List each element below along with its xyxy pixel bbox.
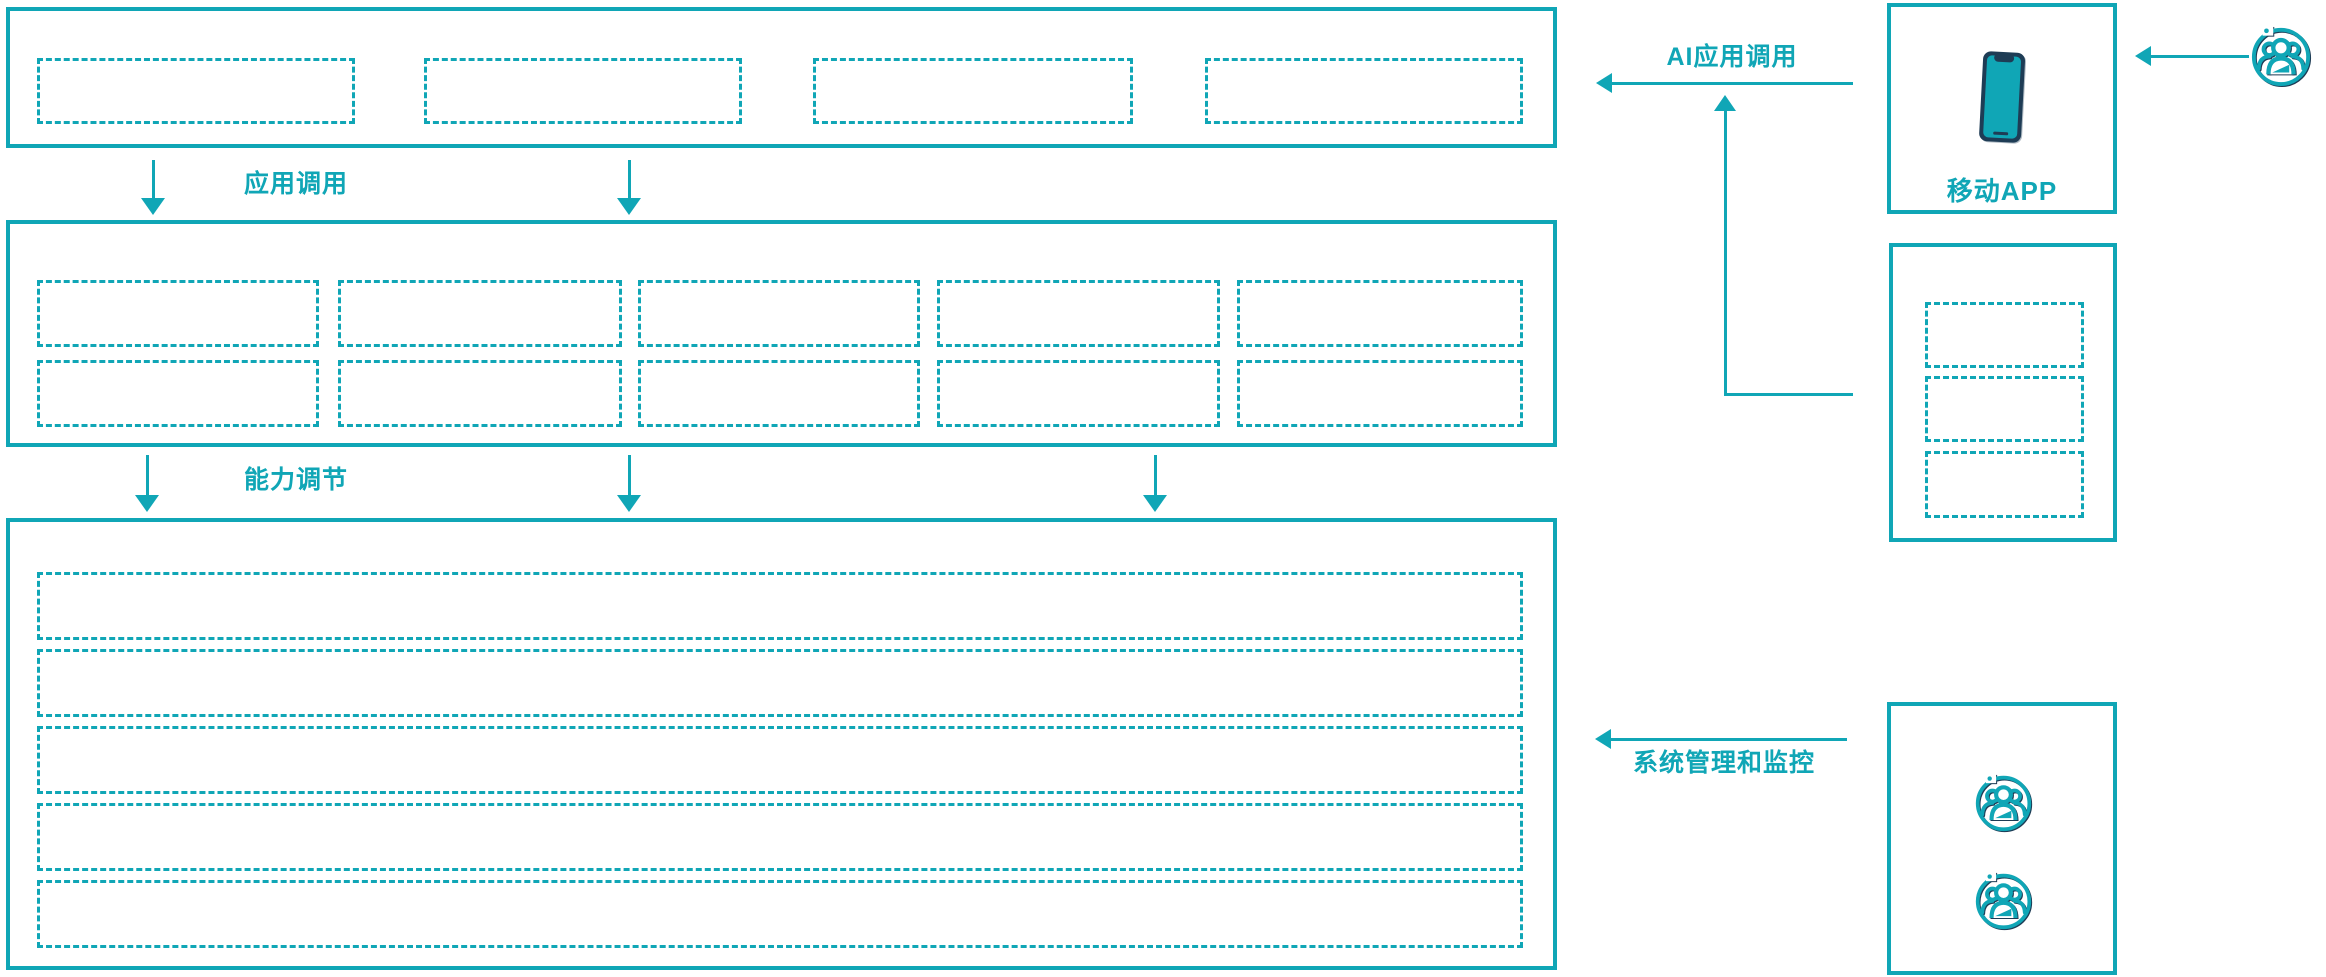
admin-users-box [1887, 702, 2117, 975]
arrow-down-icon [617, 495, 641, 512]
ai-app-call-arrow-line [1611, 82, 1853, 85]
middle-slot-r2c2 [338, 360, 622, 427]
arrow-left-icon [2135, 46, 2151, 66]
connector-vertical-line [1724, 111, 1727, 396]
mobile-phone-icon [1979, 51, 2026, 143]
top-slot-1 [37, 58, 355, 124]
middle-slot-r2c1 [37, 360, 319, 427]
capability-label: 能力调节 [244, 466, 349, 494]
bottom-layer-box [6, 518, 1557, 970]
middle-slot-r1c1 [37, 280, 319, 347]
user-group-icon [2251, 25, 2311, 87]
middle-slot-r1c2 [338, 280, 622, 347]
admin-user-icon-2 [1975, 871, 2032, 930]
app-call-arrow-line-2 [628, 160, 631, 200]
arrow-left-icon [1595, 729, 1611, 749]
arrow-down-icon [135, 495, 159, 512]
right-slot-3 [1925, 451, 2084, 518]
capability-arrow-line-2 [628, 455, 631, 497]
arrow-left-icon [1596, 73, 1612, 93]
bottom-row-3 [37, 726, 1523, 794]
middle-slot-r2c4 [937, 360, 1220, 427]
user-to-app-arrow-line [2151, 55, 2249, 58]
middle-layer-box [6, 220, 1557, 447]
arrow-up-icon [1714, 95, 1736, 111]
top-slot-4 [1205, 58, 1523, 124]
mobile-app-label: 移动APP [1946, 176, 2058, 206]
app-call-label: 应用调用 [244, 170, 349, 198]
capability-arrow-line-1 [146, 455, 149, 497]
arrow-down-icon [617, 198, 641, 215]
right-slot-2 [1925, 376, 2084, 442]
ai-app-call-label: AI应用调用 [1666, 43, 1798, 71]
system-monitor-label: 系统管理和监控 [1632, 749, 1816, 777]
middle-slot-r1c5 [1237, 280, 1523, 347]
capability-arrow-line-3 [1154, 455, 1157, 497]
middle-slot-r1c3 [638, 280, 920, 347]
app-call-arrow-line-1 [152, 160, 155, 200]
middle-slot-r2c5 [1237, 360, 1523, 427]
system-monitor-arrow-line [1610, 738, 1847, 741]
admin-user-icon-1 [1975, 773, 2032, 832]
bottom-row-4 [37, 803, 1523, 871]
bottom-row-2 [37, 649, 1523, 717]
top-layer-box [6, 7, 1557, 148]
connector-horizontal-line [1724, 393, 1853, 396]
middle-slot-r2c3 [638, 360, 920, 427]
bottom-row-5 [37, 880, 1523, 948]
arrow-down-icon [1143, 495, 1167, 512]
middle-slot-r1c4 [937, 280, 1220, 347]
bottom-row-1 [37, 572, 1523, 640]
right-slot-1 [1925, 302, 2084, 368]
arrow-down-icon [141, 198, 165, 215]
top-slot-3 [813, 58, 1133, 124]
top-slot-2 [424, 58, 742, 124]
